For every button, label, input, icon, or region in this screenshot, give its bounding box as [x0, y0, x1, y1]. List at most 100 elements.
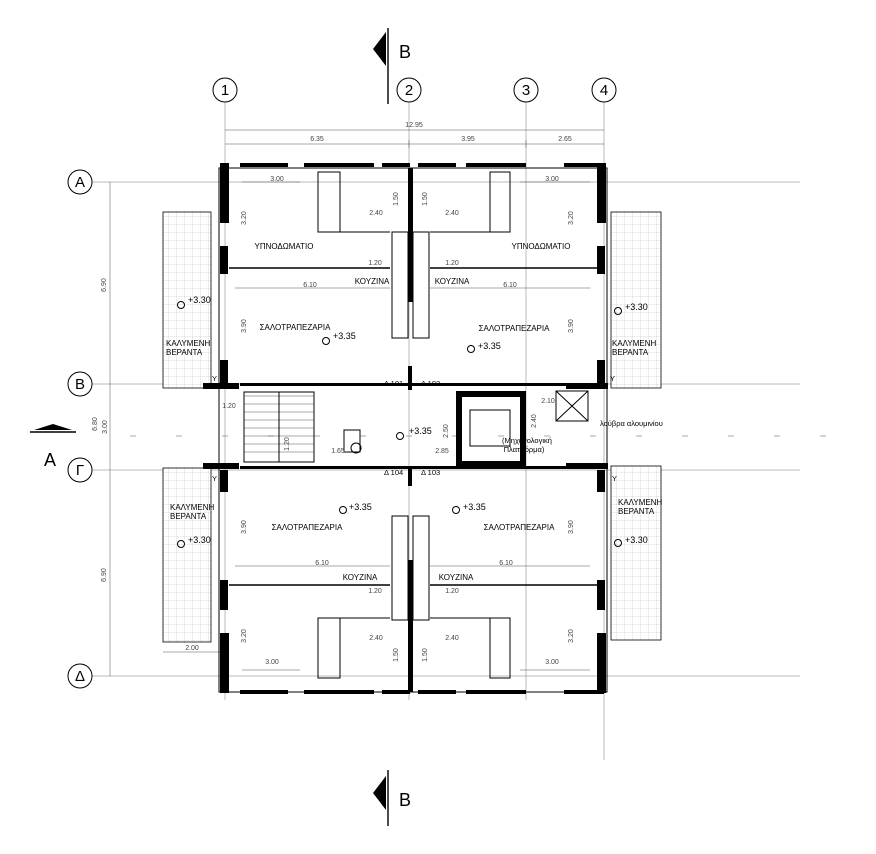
section-mark-left: Α [30, 424, 76, 470]
dimension-text: 3.20 [241, 629, 248, 643]
interior-dimensions: 3.00 3.00 3.00 3.00 3.20 3.20 3.20 3.20 … [222, 176, 575, 666]
room-label-veranda: ΚΑΛΥΜΕΝΗ [170, 503, 215, 512]
interior-partitions [229, 171, 597, 679]
dimension-text: 2.10 [541, 398, 555, 405]
dimension-text: 2.40 [445, 635, 459, 642]
level-text: +3.30 [188, 295, 211, 305]
exterior-walls [203, 163, 608, 694]
grid-row-bubbles: Α Β Γ Δ [67, 169, 93, 689]
room-label-veranda: ΚΑΛΥΜΕΝΗ [166, 339, 211, 348]
dimension-text: 3.20 [568, 629, 575, 643]
dimension-text: 3.00 [265, 659, 279, 666]
grid-row-label: Δ [75, 668, 85, 685]
dimension-text: 1.50 [393, 648, 400, 662]
door-tags: Δ 101 Δ 102 Δ 104 Δ 103 Υ Υ Υ Υ [212, 374, 617, 483]
section-label: Β [399, 42, 411, 62]
dimension-text: 6.90 [101, 568, 108, 582]
room-label-veranda: ΚΑΛΥΜΕΝΗ [612, 339, 657, 348]
dimension-text: 2.65 [558, 136, 572, 143]
level-text: +3.30 [625, 302, 648, 312]
dimension-text: 6.10 [503, 282, 517, 289]
room-label-bedroom: ΥΠΝΟΔΩΜΑΤΙΟ [511, 242, 570, 251]
dimension-text: 2.40 [369, 635, 383, 642]
dimension-text: 6.35 [310, 136, 324, 143]
platform-label: (Μηχανολογική [502, 436, 552, 445]
level-text: +3.35 [349, 502, 372, 512]
room-label-living-dining: ΣΑΛΟΤΡΑΠΕΖΑΡΙΑ [479, 324, 551, 333]
level-text: +3.35 [478, 341, 501, 351]
room-label-veranda: ΒΕΡΑΝΤΑ [170, 512, 207, 521]
grid-column-label: 4 [600, 82, 608, 99]
riser-marker: Υ [610, 374, 615, 383]
dimension-text: 3.00 [102, 420, 109, 434]
dimension-text: 1.20 [445, 588, 459, 595]
dimension-text: 3.90 [568, 520, 575, 534]
room-label-veranda: ΒΕΡΑΝΤΑ [618, 507, 655, 516]
room-label-living-dining: ΣΑΛΟΤΡΑΠΕΖΑΡΙΑ [484, 523, 556, 532]
level-text: +3.30 [625, 535, 648, 545]
riser-marker: Υ [612, 474, 617, 483]
platform-label: Πλατφόρμα) [504, 445, 545, 454]
core-area [243, 390, 589, 467]
dimension-text: 6.10 [303, 282, 317, 289]
level-markers [177, 301, 622, 548]
riser-marker: Υ [212, 474, 217, 483]
dimension-lines: 12.95 6.35 3.95 2.65 6.90 6.90 6.80 3.00 [92, 122, 604, 676]
section-mark-top: Β [373, 28, 411, 104]
level-text: +3.30 [188, 535, 211, 545]
grid-column-bubbles: 1 2 3 4 [212, 77, 617, 103]
dimension-text: 2.40 [531, 414, 538, 428]
level-text: +3.35 [409, 426, 432, 436]
section-label: Β [399, 790, 411, 810]
door-tag: Δ 101 [384, 379, 403, 388]
dimension-text: 6.90 [101, 278, 108, 292]
room-label-kitchen: ΚΟΥΖΙΝΑ [343, 573, 378, 582]
dimension-text: 3.90 [241, 520, 248, 534]
grid-row-label: Β [75, 376, 85, 393]
dimension-text: 2.40 [445, 210, 459, 217]
door-tag: Δ 104 [384, 468, 403, 477]
dimension-text: 1.65 [331, 448, 345, 455]
dimension-text: 6.10 [499, 560, 513, 567]
dimension-text: 3.00 [545, 176, 559, 183]
dimension-text: 3.90 [241, 319, 248, 333]
dimension-text: 2.50 [443, 424, 450, 438]
grid-column-label: 2 [405, 82, 413, 99]
riser-marker: Υ [212, 374, 217, 383]
dimension-text: 6.10 [315, 560, 329, 567]
dimension-text: 3.90 [568, 319, 575, 333]
level-text: +3.35 [463, 502, 486, 512]
room-label-kitchen: ΚΟΥΖΙΝΑ [435, 277, 470, 286]
grid-column-label: 1 [221, 82, 229, 99]
dimension-text: 1.50 [393, 192, 400, 206]
dimension-text: 1.20 [445, 260, 459, 267]
dimension-text: 1.50 [422, 192, 429, 206]
section-mark-bottom: Β [373, 770, 411, 826]
door-tag: Δ 102 [421, 379, 440, 388]
dimension-text: 6.80 [92, 417, 99, 431]
veranda-areas: 2.00 [162, 211, 662, 653]
louvre-label: λούβρα αλουμινίου [600, 419, 663, 428]
dimension-text: 1.50 [422, 648, 429, 662]
dimension-text: 1.20 [222, 403, 236, 410]
room-label-kitchen: ΚΟΥΖΙΝΑ [439, 573, 474, 582]
dimension-text: 3.20 [241, 211, 248, 225]
grid-row-label: Γ [76, 462, 84, 479]
dimension-text: 3.95 [461, 136, 475, 143]
dimension-text: 3.00 [545, 659, 559, 666]
dimension-text: 3.20 [568, 211, 575, 225]
room-label-living-dining: ΣΑΛΟΤΡΑΠΕΖΑΡΙΑ [260, 323, 332, 332]
level-text: +3.35 [333, 331, 356, 341]
room-labels: ΥΠΝΟΔΩΜΑΤΙΟ ΥΠΝΟΔΩΜΑΤΙΟ ΚΟΥΖΙΝΑ ΚΟΥΖΙΝΑ … [166, 242, 663, 582]
grid-axes [92, 102, 860, 760]
dimension-text: 1.20 [368, 260, 382, 267]
room-label-kitchen: ΚΟΥΖΙΝΑ [355, 277, 390, 286]
section-label: Α [44, 450, 56, 470]
dimension-text: 2.85 [435, 448, 449, 455]
door-tag: Δ 103 [421, 468, 440, 477]
level-labels: +3.35 +3.35 +3.30 +3.30 +3.35 +3.35 +3.3… [188, 295, 648, 545]
room-label-veranda: ΚΑΛΥΜΕΝΗ [618, 498, 663, 507]
dimension-text: 3.00 [270, 176, 284, 183]
dimension-text: 2.00 [185, 645, 199, 652]
